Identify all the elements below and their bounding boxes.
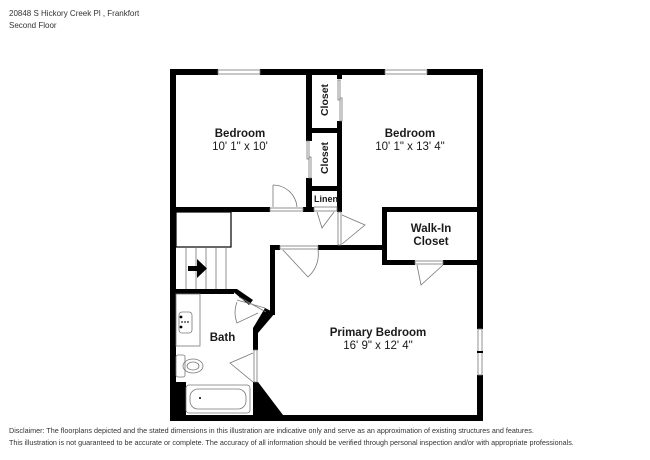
room-dimensions: 16' 9" x 12' 4" (343, 340, 413, 352)
fixture-dots (179, 315, 201, 399)
address-label: 20848 S Hickory Creek Pl , Frankfort (9, 9, 140, 18)
room-name: Bath (209, 332, 236, 344)
room-bedroom-1: Bedroom 10' 1" x 10' (195, 128, 285, 154)
thin-lines (175, 69, 483, 414)
walls (170, 69, 483, 421)
room-dimensions: 10' 1" x 10' (212, 141, 268, 153)
room-name: Primary Bedroom (329, 327, 427, 339)
room-name: Bedroom (214, 128, 266, 140)
room-bath: Bath (200, 332, 245, 345)
room-dimensions: 10' 1" x 13' 4" (375, 141, 445, 153)
room-primary-bedroom: Primary Bedroom 16' 9" x 12' 4" (318, 327, 438, 353)
room-closet-2: Closet (319, 141, 331, 175)
disclaimer-line-1: Disclaimer: The floorplans depicted and … (9, 426, 534, 435)
room-closet-1: Closet (319, 83, 331, 117)
stair-arrow-icon (188, 259, 207, 278)
room-linen: Linen (314, 194, 338, 204)
room-name: Walk-In (410, 223, 452, 235)
room-name-2: Closet (413, 236, 449, 248)
disclaimer-line-2: This illustration is not guaranteed to b… (9, 438, 574, 447)
room-walk-in-closet: Walk-In Closet (390, 223, 472, 249)
floor-label: Second Floor (9, 21, 57, 30)
room-name: Bedroom (384, 128, 436, 140)
room-bedroom-2: Bedroom 10' 1" x 13' 4" (360, 128, 460, 154)
